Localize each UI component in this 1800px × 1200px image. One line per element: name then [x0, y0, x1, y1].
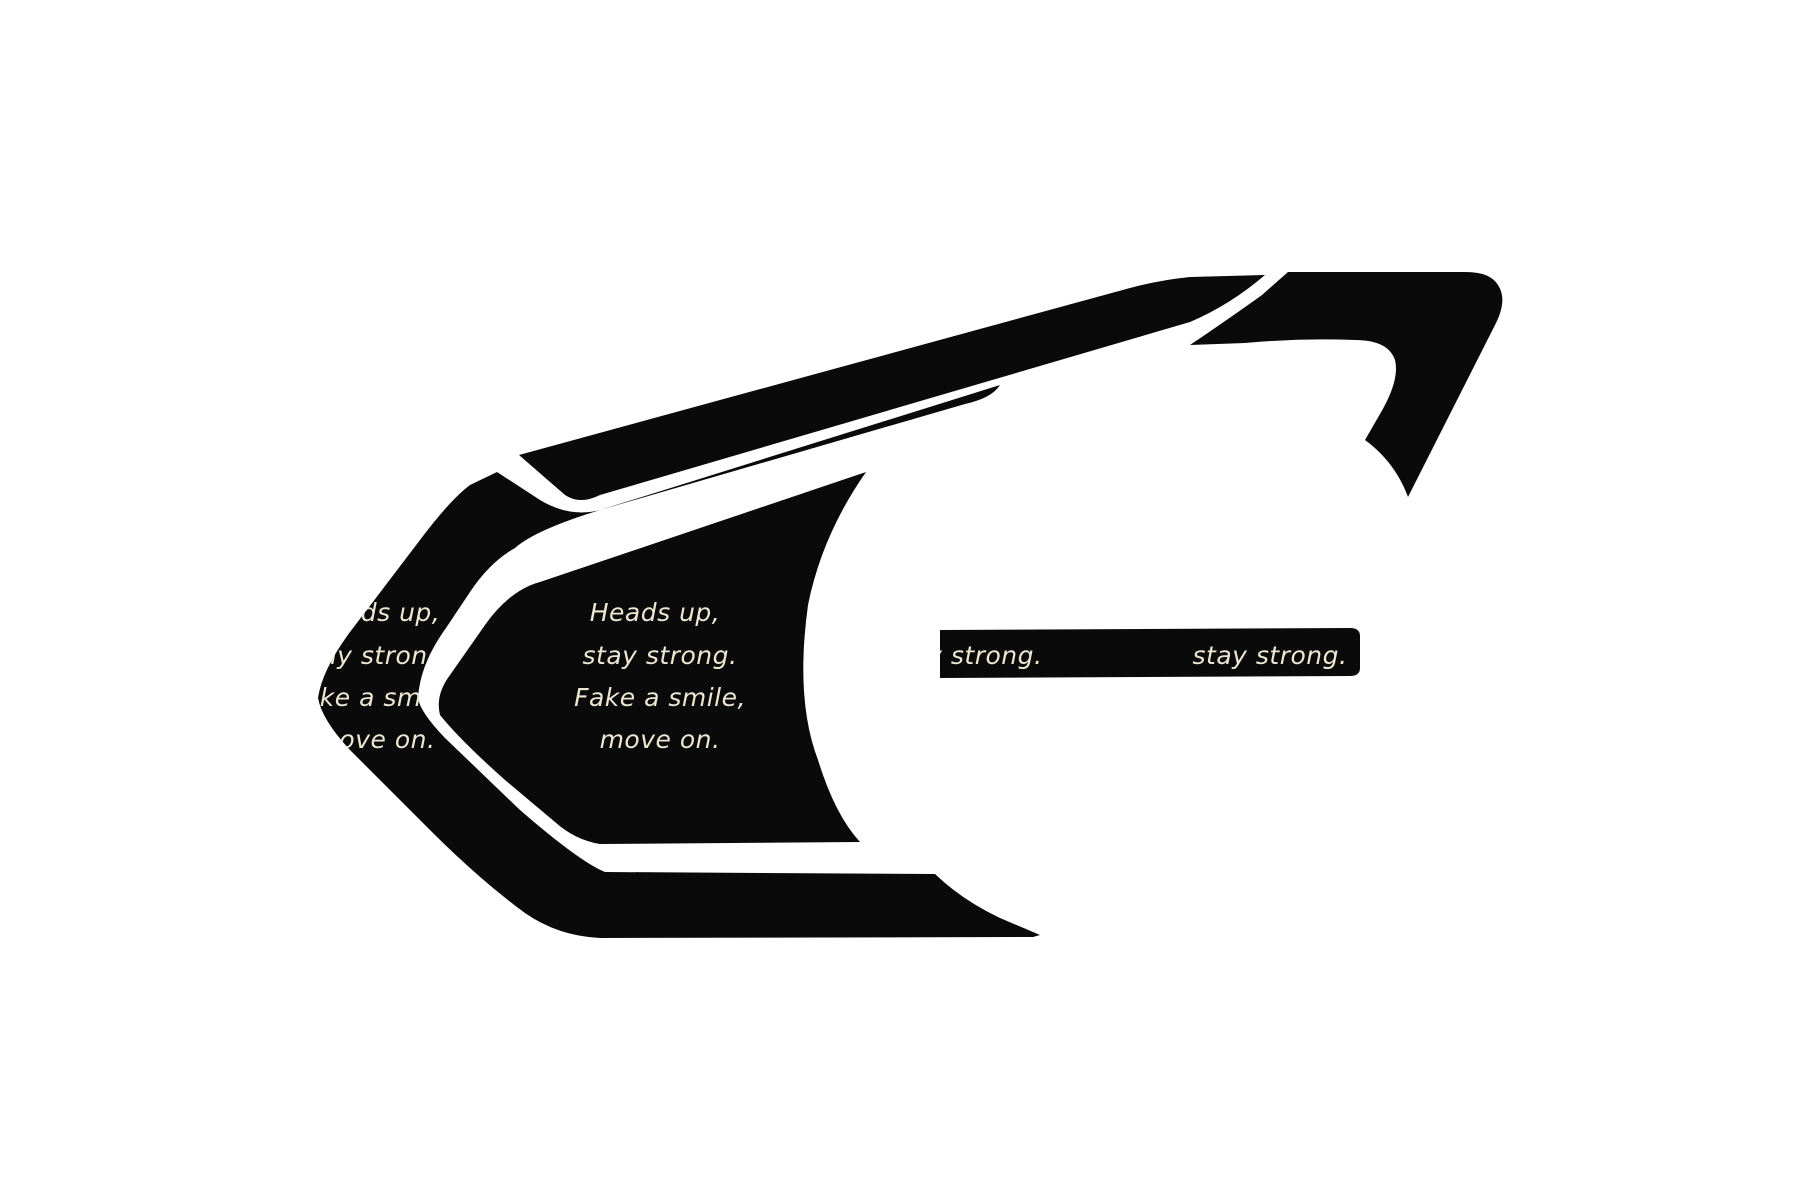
quote-line-2: stay strong. — [888, 641, 1043, 670]
quote-line-1: Heads up, — [310, 598, 441, 627]
inner-panel-quote: Heads up, stay strong. Fake a smile, mov… — [574, 598, 746, 754]
quote-line-3: Fake a smile, — [289, 683, 461, 712]
quote-line-2: stay strong. — [298, 641, 453, 670]
quote-line-1: Heads up, — [590, 598, 721, 627]
quote-line-4: move on. — [315, 725, 436, 754]
quote-line-4: move on. — [600, 725, 721, 754]
inner-panel-shape — [438, 472, 866, 844]
right-hook-shape — [1190, 272, 1503, 497]
top-ribbon-shape — [519, 275, 1265, 500]
quote-line-2: stay strong. — [1193, 641, 1348, 670]
left-arm-shape — [318, 385, 1040, 938]
crossbar-quote: stay strong. stay strong. — [888, 641, 1348, 670]
crossbar-shape — [940, 628, 1360, 678]
quote-line-2: stay strong. — [583, 641, 738, 670]
quote-line-3: Fake a smile, — [574, 683, 746, 712]
